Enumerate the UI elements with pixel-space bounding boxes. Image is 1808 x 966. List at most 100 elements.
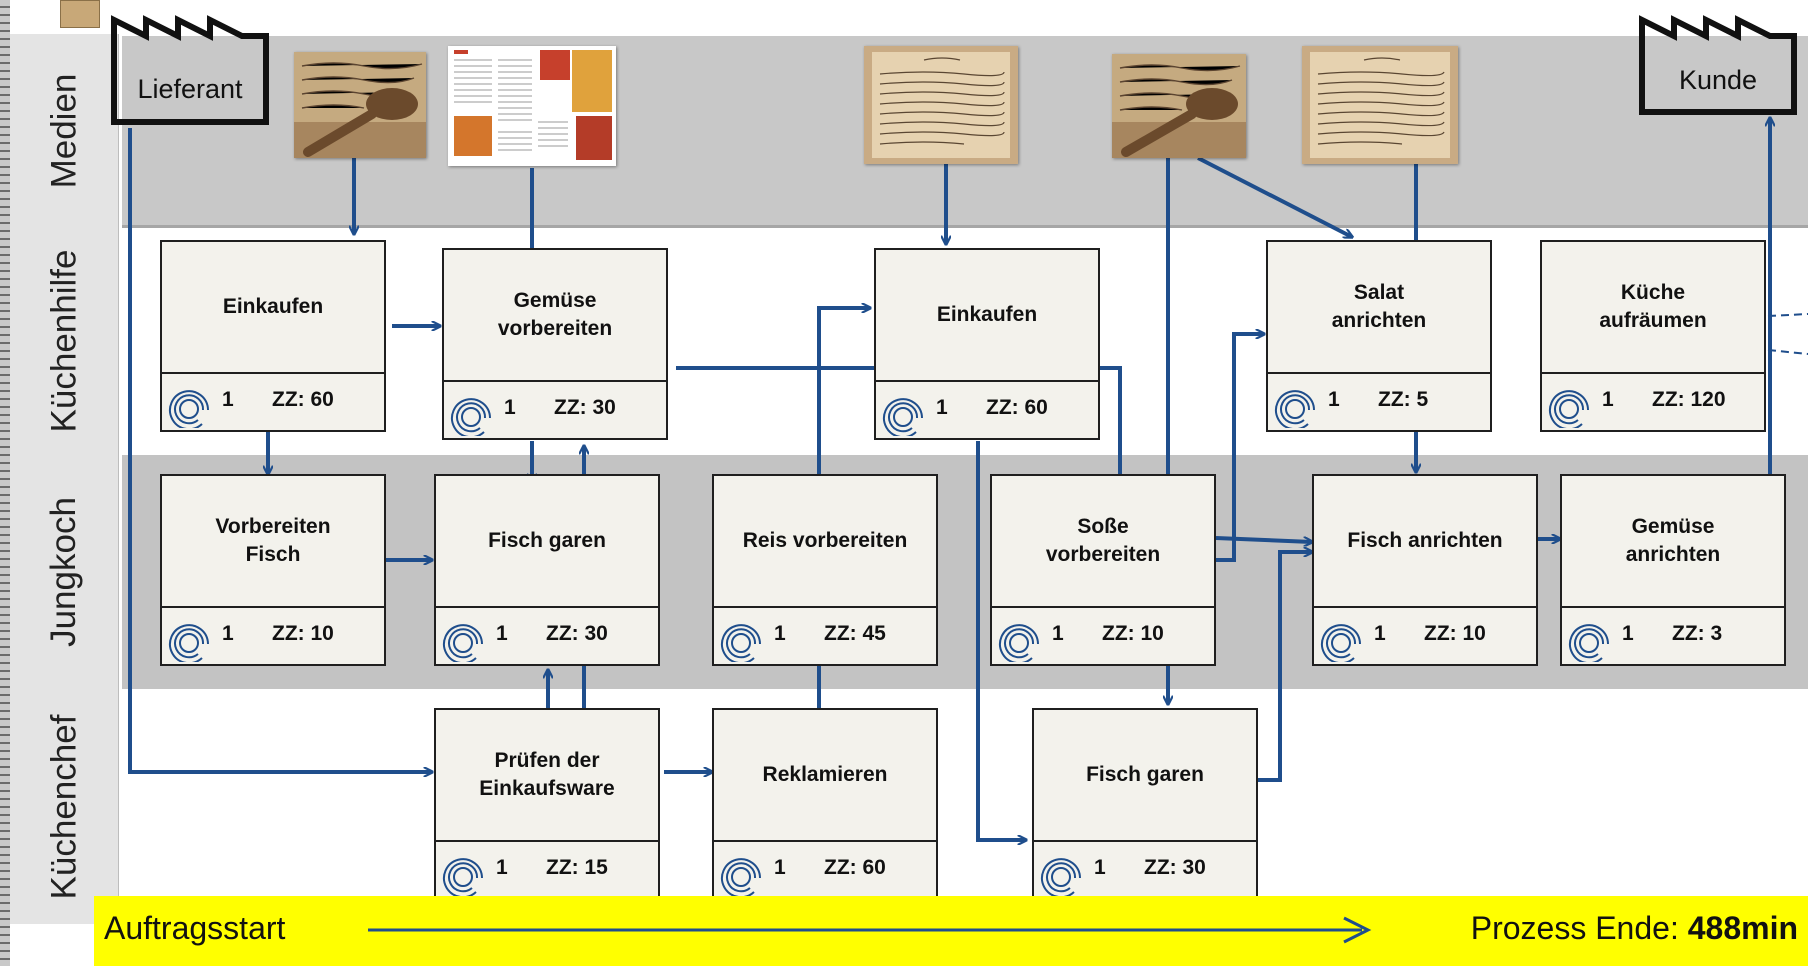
- process-vorbereiten-fisch: Vorbereiten Fisch 1 ZZ: 10: [160, 474, 386, 666]
- process-gemuese-vorbereiten: Gemüse vorbereiten 1 ZZ: 30: [442, 248, 668, 440]
- process-title: Gemüse vorbereiten: [444, 250, 666, 382]
- cycle-time: ZZ: 45: [824, 622, 886, 645]
- process-title: Reklamieren: [714, 710, 936, 842]
- process-end: Prozess Ende: 488min: [1471, 910, 1798, 947]
- factory-icon: [111, 15, 269, 125]
- supplier-factory: Lieferant: [110, 10, 270, 155]
- arrow-supplier-to-pruefen: [128, 128, 432, 772]
- process-title: Fisch garen: [1034, 710, 1256, 842]
- cycle-icon: [1275, 390, 1315, 428]
- process-reis-vorbereiten: Reis vorbereiten 1 ZZ: 45: [712, 474, 938, 666]
- process-einkaufen: Einkaufen 1 ZZ: 60: [160, 240, 386, 432]
- arrow-reis-to-einkaufen: [817, 308, 870, 474]
- handwritten-recipe-image-2: [1302, 46, 1458, 164]
- dashed-link-out-upper: [1767, 313, 1808, 317]
- cycle-time: ZZ: 10: [1424, 622, 1486, 645]
- order-start-label: Auftragsstart: [104, 910, 286, 946]
- recipe-note-image-graphic: [294, 52, 426, 158]
- process-data: 1 ZZ: 10: [1314, 606, 1536, 664]
- handwritten-recipe-image-graphic: [864, 46, 1018, 164]
- cycle-icon: [883, 398, 923, 436]
- operator-count: 1: [222, 622, 234, 645]
- process-fisch-garen-chef: Fisch garen 1 ZZ: 30: [1032, 708, 1258, 900]
- cycle-icon: [1321, 624, 1361, 662]
- process-pruefen-einkaufsware: Prüfen der Einkaufsware 1 ZZ: 15: [434, 708, 660, 900]
- cycle-time: ZZ: 60: [824, 856, 886, 879]
- operator-count: 1: [1622, 622, 1634, 645]
- operator-count: 1: [504, 396, 516, 419]
- operator-count: 1: [1328, 388, 1340, 411]
- process-gemuese-anrichten: Gemüse anrichten 1 ZZ: 3: [1560, 474, 1786, 666]
- cycle-time: ZZ: 5: [1378, 388, 1429, 411]
- cycle-time: ZZ: 30: [546, 622, 608, 645]
- cycle-time: ZZ: 3: [1672, 622, 1723, 645]
- process-title: Fisch anrichten: [1314, 476, 1536, 608]
- recipe-note-image-2-graphic: [1112, 54, 1246, 158]
- process-title: Fisch garen: [436, 476, 658, 608]
- process-data: 1 ZZ: 60: [162, 372, 384, 430]
- arrow-sosse-to-salat: [1216, 334, 1264, 562]
- cycle-icon: [1041, 858, 1081, 896]
- cycle-time: ZZ: 30: [554, 396, 616, 419]
- process-data: 1 ZZ: 30: [1034, 840, 1256, 898]
- process-end-label: Prozess Ende:: [1470, 910, 1679, 946]
- cycle-time: ZZ: 60: [272, 388, 334, 411]
- customer-label: Kunde: [1678, 64, 1758, 95]
- process-kueche-aufraeumen: Küche aufräumen 1 ZZ: 120: [1540, 240, 1766, 432]
- cycle-icon: [451, 398, 491, 436]
- timeline-bar: Auftragsstart Prozess Ende: 488min: [94, 896, 1808, 966]
- process-salat-anrichten: Salat anrichten 1 ZZ: 5: [1266, 240, 1492, 432]
- process-title: Soße vorbereiten: [992, 476, 1214, 608]
- process-data: 1 ZZ: 60: [876, 380, 1098, 438]
- cycle-time: ZZ: 10: [272, 622, 334, 645]
- cookbook-page-image-graphic: [448, 46, 616, 166]
- cycle-icon: [721, 624, 761, 662]
- arrow-einkaufen-to-fisch-garen-chef: [976, 441, 1026, 840]
- process-data: 1 ZZ: 60: [714, 840, 936, 898]
- timeline-arrow: [368, 916, 1372, 944]
- cycle-icon: [169, 390, 209, 428]
- customer-factory: Kunde: [1638, 10, 1798, 155]
- process-data: 1 ZZ: 120: [1542, 372, 1764, 430]
- process-title: Reis vorbereiten: [714, 476, 936, 608]
- cycle-time: ZZ: 10: [1102, 622, 1164, 645]
- lane-label-column: [10, 34, 119, 924]
- cycle-icon: [169, 624, 209, 662]
- process-end-value: 488min: [1687, 910, 1798, 946]
- cycle-time: ZZ: 60: [986, 396, 1048, 419]
- dashed-link-out-lower: [1767, 349, 1808, 355]
- operator-count: 1: [774, 856, 786, 879]
- recipe-note-image: [294, 52, 426, 158]
- line-gemuese-to-sosse: [676, 366, 1122, 474]
- process-title: Küche aufräumen: [1542, 242, 1764, 374]
- cycle-icon: [1549, 390, 1589, 428]
- operator-count: 1: [222, 388, 234, 411]
- medien-lane-divider: [122, 225, 1808, 228]
- operator-count: 1: [1052, 622, 1064, 645]
- cycle-time: ZZ: 30: [1144, 856, 1206, 879]
- operator-count: 1: [496, 622, 508, 645]
- process-data: 1 ZZ: 30: [436, 606, 658, 664]
- left-edge-strip: [0, 0, 10, 966]
- process-data: 1 ZZ: 10: [162, 606, 384, 664]
- process-data: 1 ZZ: 30: [444, 380, 666, 438]
- process-reklamieren: Reklamieren 1 ZZ: 60: [712, 708, 938, 900]
- cycle-icon: [443, 858, 483, 896]
- process-title: Prüfen der Einkaufsware: [436, 710, 658, 842]
- process-data: 1 ZZ: 3: [1562, 606, 1784, 664]
- handwritten-recipe-image-2-graphic: [1302, 46, 1458, 164]
- cycle-time: ZZ: 120: [1652, 388, 1726, 411]
- process-title: Einkaufen: [876, 250, 1098, 382]
- process-title: Salat anrichten: [1268, 242, 1490, 374]
- process-data: 1 ZZ: 45: [714, 606, 936, 664]
- cycle-icon: [1569, 624, 1609, 662]
- process-fisch-anrichten: Fisch anrichten 1 ZZ: 10: [1312, 474, 1538, 666]
- cycle-icon: [999, 624, 1039, 662]
- supplier-label: Lieferant: [137, 73, 243, 104]
- process-data: 1 ZZ: 15: [436, 840, 658, 898]
- process-title: Einkaufen: [162, 242, 384, 374]
- cookbook-page-image: [448, 46, 616, 166]
- factory-icon: [1639, 15, 1797, 115]
- arrow-sosse-to-fisch-anrichten: [1215, 536, 1312, 542]
